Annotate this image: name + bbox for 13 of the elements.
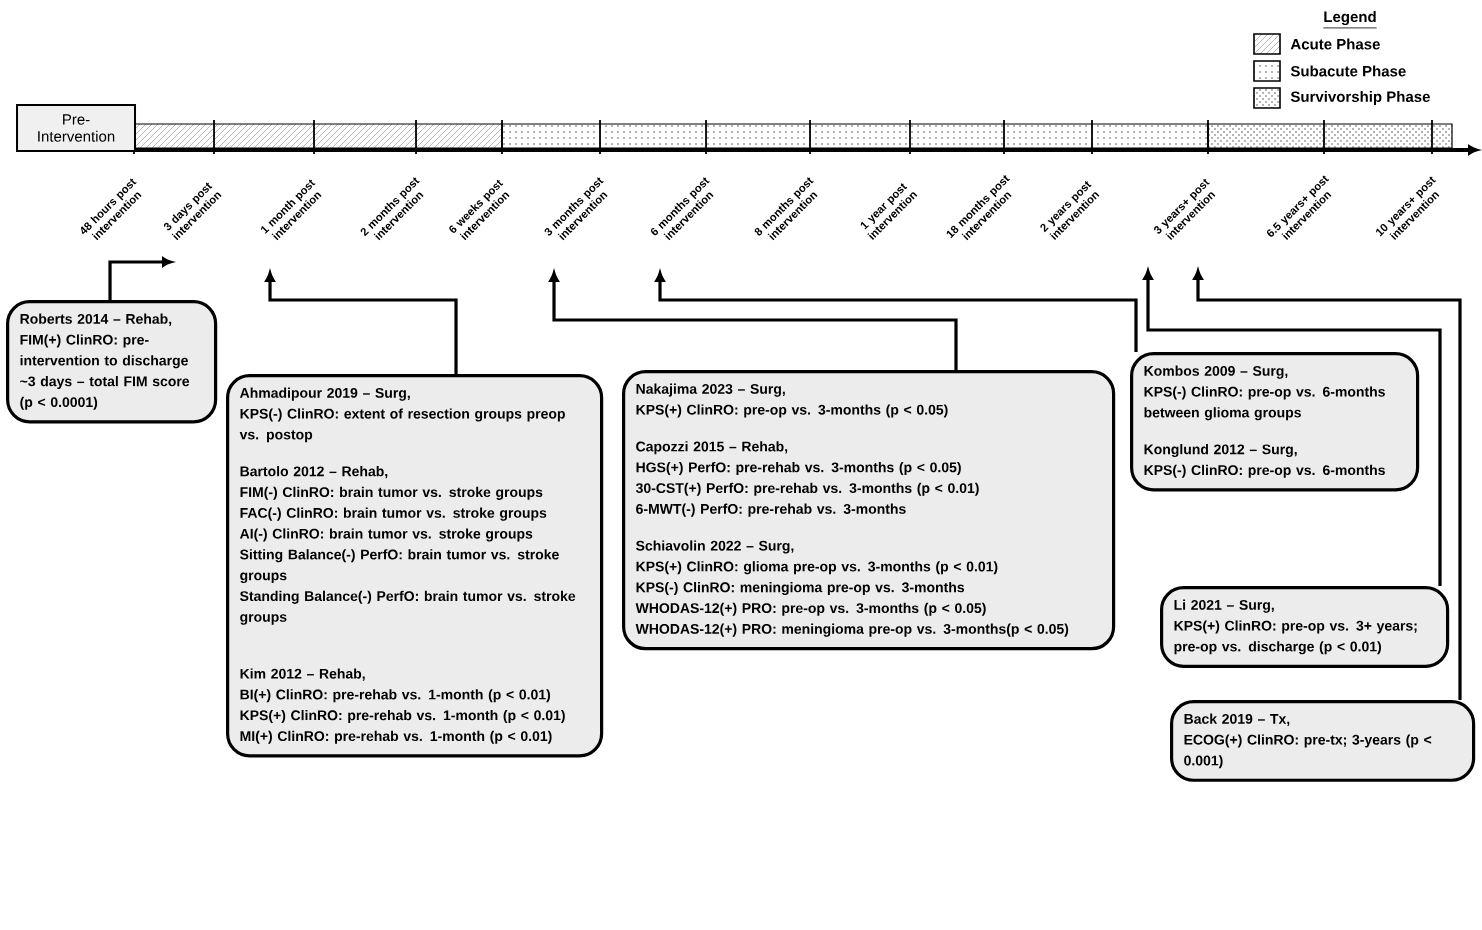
connector-arrow <box>108 257 173 300</box>
connector-arrow <box>1193 269 1462 700</box>
study-box <box>1170 700 1476 782</box>
study-box <box>6 300 218 424</box>
study-box <box>622 370 1116 651</box>
study-box <box>1160 586 1450 668</box>
study-box <box>1130 352 1420 492</box>
study-box <box>226 374 604 758</box>
connector-arrow <box>655 271 1138 352</box>
phase-box <box>16 104 136 152</box>
connector-arrow <box>549 271 958 370</box>
connector-arrow <box>265 271 458 374</box>
connector-arrow <box>1143 269 1442 586</box>
